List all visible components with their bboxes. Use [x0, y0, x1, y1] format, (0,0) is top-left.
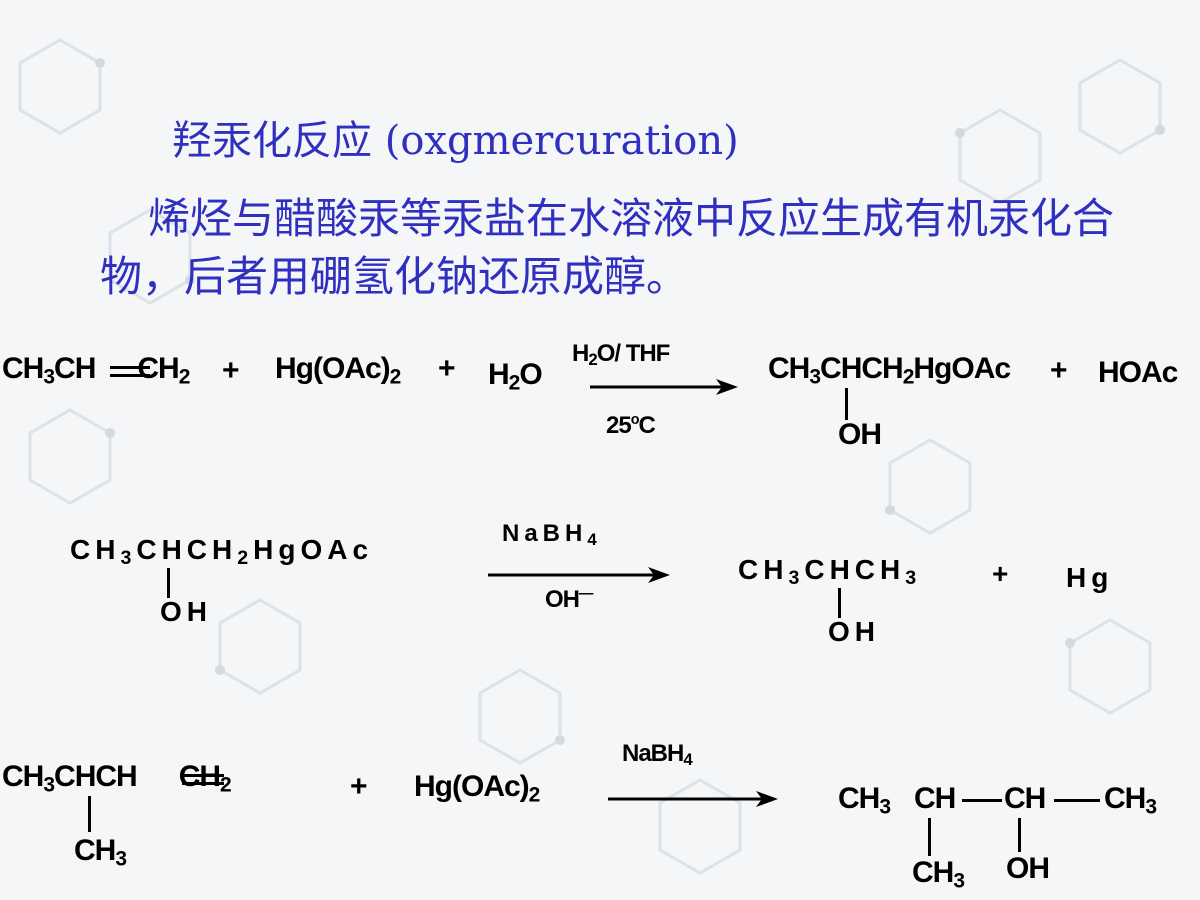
r3-double-bond-bottom	[182, 782, 224, 785]
slide-title: 羟汞化反应 (oxgmercuration)	[172, 118, 739, 164]
r2-reactant-bond	[167, 568, 170, 598]
r2-reactant-organomercury: CH3CHCH2HgOAc	[70, 534, 374, 569]
r3-product-hydroxyl: OH	[1006, 852, 1050, 885]
r3-product-bond-c3-c4	[1054, 799, 1100, 802]
r2-reaction-arrow	[488, 567, 670, 583]
r3-plus: +	[350, 770, 368, 803]
r3-reaction-arrow	[608, 791, 778, 807]
r3-reactant-bond	[88, 796, 91, 832]
r1-product-bond	[845, 388, 848, 420]
r3-product-c1: CH3	[838, 782, 891, 819]
r1-product-hydroxyl: OH	[838, 418, 882, 451]
r3-product-methyl: CH3	[912, 856, 965, 893]
r3-mercuric-acetate: Hg(OAc)2	[414, 770, 540, 807]
r3-double-bond-top	[182, 774, 224, 777]
r1-mercuric-acetate: Hg(OAc)2	[275, 352, 401, 389]
r2-condition-reagent: NaBH4	[502, 520, 602, 550]
r1-plus-3: +	[1050, 354, 1068, 387]
r2-product-alcohol: CH3CHCH3	[738, 554, 922, 589]
r3-product-bond-hydroxyl	[1018, 818, 1021, 852]
r1-condition-temperature: 25oC	[606, 412, 656, 439]
r3-condition-reagent: NaBH4	[622, 740, 693, 770]
r1-reaction-arrow	[590, 379, 738, 395]
r2-byproduct-mercury: Hg	[1066, 562, 1114, 593]
r3-product-c2: CH	[914, 782, 956, 815]
r3-reactant-methyl: CH3	[74, 834, 127, 871]
description-paragraph: 烯烃与醋酸汞等汞盐在水溶液中反应生成有机汞化合物，后者用硼氢化钠还原成醇。	[100, 194, 1115, 301]
r1-condition-solvent: H2O/ THF	[572, 340, 670, 370]
r1-double-bond-top	[110, 366, 150, 369]
r1-plus-2: +	[438, 352, 456, 385]
r3-product-c4: CH3	[1104, 782, 1157, 819]
r2-product-hydroxyl: OH	[828, 616, 880, 647]
r2-plus: +	[992, 558, 1008, 589]
r2-condition-base: OH—	[545, 586, 593, 613]
r1-plus-1: +	[222, 354, 240, 387]
r3-product-bond-methyl	[928, 818, 931, 856]
r2-product-bond	[838, 588, 841, 618]
r1-product-organomercury: CH3CHCH2HgOAc	[768, 352, 1011, 389]
r3-product-bond-c2-c3	[962, 799, 1002, 802]
r3-product-c3: CH	[1004, 782, 1046, 815]
r2-reactant-hydroxyl: OH	[160, 596, 212, 627]
r1-byproduct-acetic-acid: HOAc	[1098, 356, 1178, 389]
r1-double-bond-bottom	[110, 374, 150, 377]
r1-water: H2O	[488, 358, 543, 395]
